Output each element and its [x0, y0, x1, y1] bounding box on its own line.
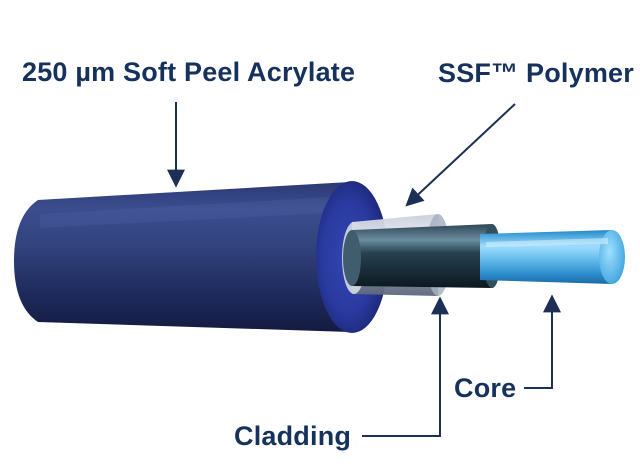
- cladding-leader-arrow: [362, 296, 449, 437]
- label-cladding: Cladding: [234, 421, 352, 451]
- label-ssf-polymer: SSF™ Polymer: [438, 58, 634, 88]
- core-layer: [480, 230, 625, 284]
- core-leader-arrow: [524, 294, 561, 389]
- acrylate-jacket: [14, 181, 388, 333]
- ssf-leader-arrow: [405, 103, 516, 207]
- label-core: Core: [454, 373, 517, 403]
- fiber-illustration: [14, 181, 625, 333]
- label-acrylate-jacket: 250 µm Soft Peel Acrylate: [22, 57, 356, 87]
- cladding-layer: [343, 224, 501, 288]
- leader-lines: [167, 102, 561, 437]
- core-end-face: [599, 230, 625, 284]
